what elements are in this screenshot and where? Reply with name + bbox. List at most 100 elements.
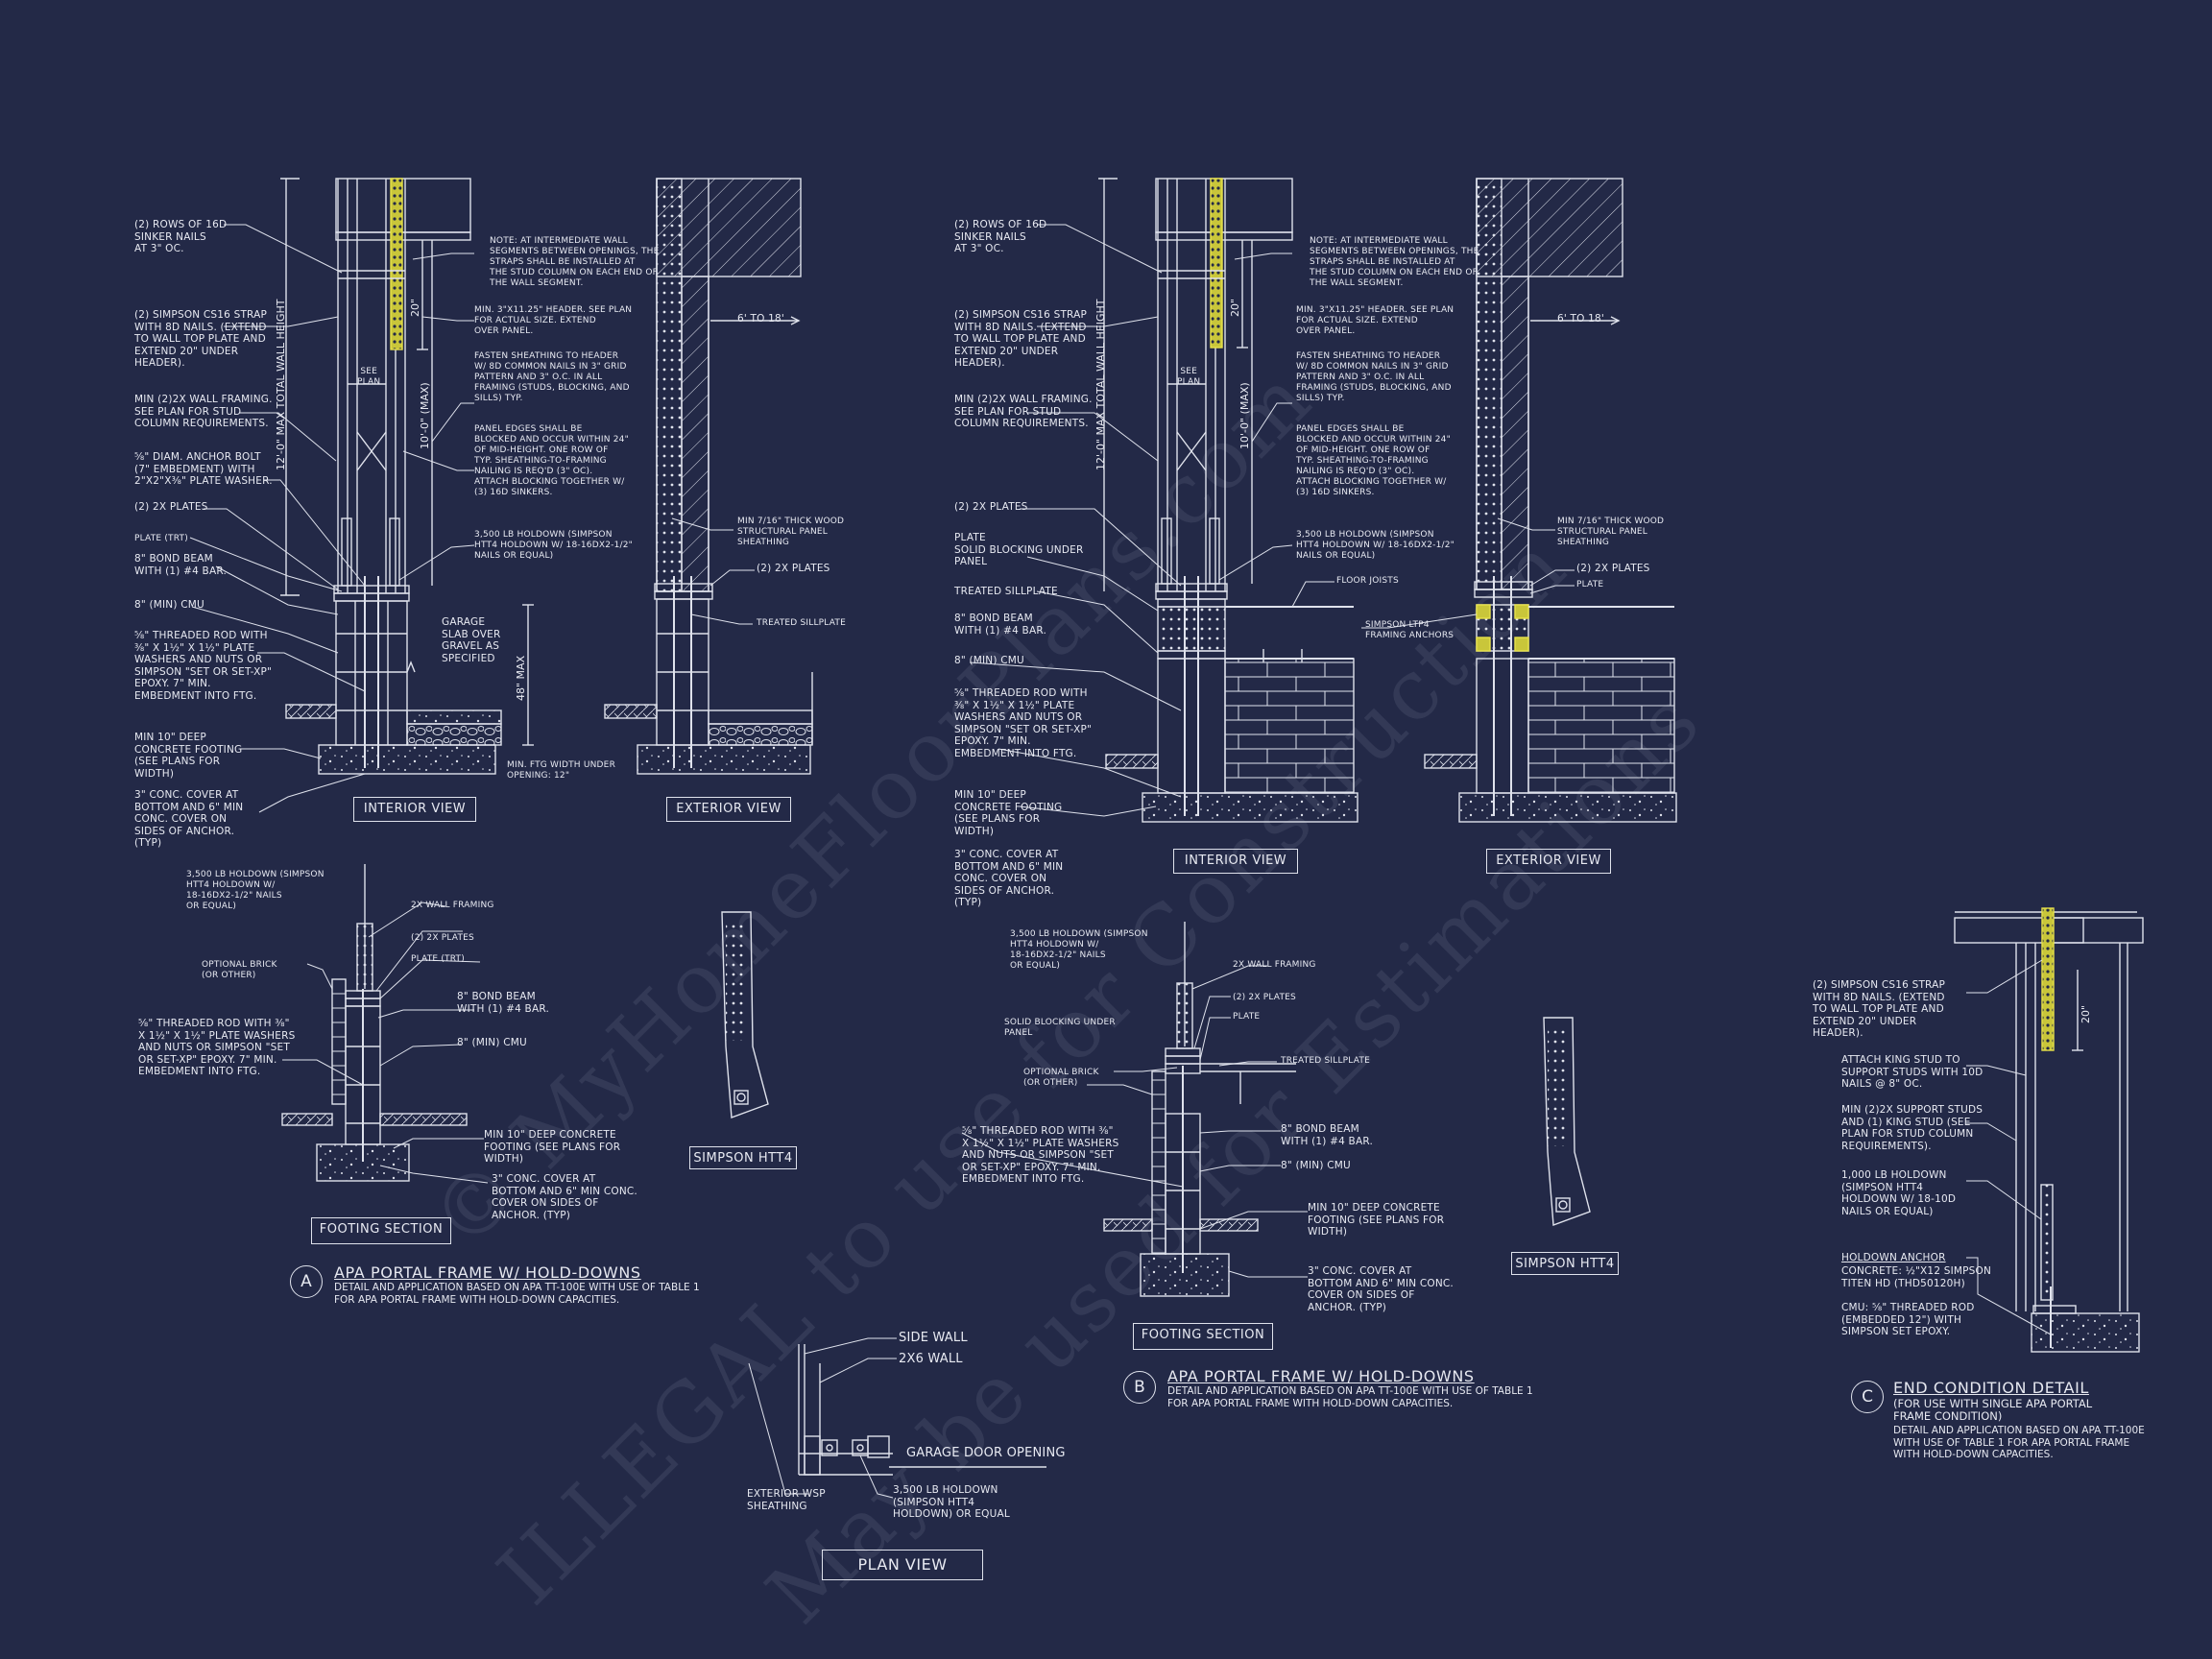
b-fs-footing: MIN 10" DEEP CONCRETE FOOTING (SEE PLANS… (1308, 1202, 1445, 1238)
c-note-holdown-anchor-title: HOLDOWN ANCHOR (1841, 1252, 1946, 1263)
b-note-floor-joists: FLOOR JOISTS (1336, 576, 1399, 586)
a-ext-plates: (2) 2x PLATES (757, 563, 830, 574)
b-fs-sillplate: TREATED SILLPLATE (1281, 1056, 1370, 1066)
a-note-framing: MIN (2)2X WALL FRAMING. SEE PLAN FOR STU… (134, 394, 273, 429)
a-note-anchor-bolt: ⅝" DIAM. ANCHOR BOLT (7" EMBEDMENT) WITH… (134, 451, 273, 487)
a-note-rows16d: (2) ROWS OF 16d SINKER NAILS AT 3" OC. (134, 219, 228, 254)
a-dim-total-height: 12'-0" MAX TOTAL WALL HEIGHT (275, 299, 287, 470)
a-ext-width: 6' TO 18' (737, 313, 784, 325)
a-note-holdown: 3,500 LB HOLDOWN (SIMPSON HTT4 HOLDOWN W… (474, 530, 634, 561)
detail-a-interior-drawing (280, 178, 534, 775)
a-note-intermediate: NOTE: AT INTERMEDIATE WALL SEGMENTS BETW… (490, 236, 660, 288)
a-note-cmu: 8" (MIN) CMU (134, 599, 204, 611)
b-fs-blocking: SOLID BLOCKING UNDER PANEL (1004, 1018, 1116, 1038)
c-dim-20: 20" (2080, 1004, 2092, 1023)
b-fs-plate: PLATE (1233, 1012, 1261, 1022)
a-dim-20: 20" (409, 298, 421, 317)
a-fs-framing: 2X WALL FRAMING (411, 901, 494, 910)
b-fs-cmu: 8" (MIN) CMU (1281, 1160, 1351, 1171)
b-fs-framing: 2X WALL FRAMING (1233, 960, 1316, 970)
b-interior-view-label: INTERIOR VIEW (1173, 849, 1298, 874)
a-fs-footing: MIN 10" DEEP CONCRETE FOOTING (SEE PLANS… (484, 1129, 621, 1165)
plan-side-wall: SIDE WALL (899, 1331, 968, 1345)
b-dim-10ft: 10'-0" (MAX) (1238, 382, 1251, 449)
a-interior-view-label: INTERIOR VIEW (353, 797, 476, 822)
c-note-holdown: 1,000 LB HOLDOWN (SIMPSON HTT4 HOLDOWN W… (1841, 1169, 1957, 1217)
b-fs-cover: 3" CONC. COVER AT BOTTOM AND 6" MIN CONC… (1308, 1265, 1454, 1313)
detail-c-title-block: C END CONDITION DETAIL (FOR USE WITH SIN… (1851, 1379, 2177, 1475)
detail-c-subtitle-paren: (FOR USE WITH SINGLE APA PORTAL FRAME CO… (1893, 1397, 2093, 1423)
a-note-strap: (2) SIMPSON CS16 STRAP WITH 8d NAILS. (E… (134, 309, 268, 369)
detail-a-subtitle: DETAIL AND APPLICATION BASED ON APA TT-1… (334, 1282, 700, 1306)
a-note-header: MIN. 3"x11.25" HEADER. SEE PLAN FOR ACTU… (474, 305, 633, 336)
b-fs-bond-beam: 8" BOND BEAM WITH (1) #4 BAR. (1281, 1123, 1373, 1147)
b-note-intermediate: NOTE: AT INTERMEDIATE WALL SEGMENTS BETW… (1310, 236, 1479, 288)
detail-c-drawing (1954, 907, 2144, 1353)
a-note-cover: 3" CONC. COVER AT BOTTOM AND 6" MIN CONC… (134, 789, 244, 849)
a-ext-sillplate: TREATED SILLPLATE (757, 618, 846, 628)
b-ext-plates: (2) 2x PLATES (1576, 563, 1650, 574)
a-note-ftg-width: MIN. FTG WIDTH UNDER OPENING: 12" (507, 760, 616, 781)
a-fs-plates: (2) 2x PLATES (411, 933, 474, 943)
detail-b-footing-section-drawing (1103, 922, 1296, 1297)
b-note-panel-edges: PANEL EDGES SHALL BE BLOCKED AND OCCUR W… (1296, 424, 1451, 497)
b-ext-plate: PLATE (1576, 580, 1604, 589)
detail-c-marker: C (1851, 1381, 1884, 1413)
b-note-rows16d: (2) ROWS OF 16d SINKER NAILS AT 3" OC. (954, 219, 1047, 254)
a-note-plate-trt: PLATE (TRT) (134, 534, 188, 543)
b-note-strap: (2) SIMPSON CS16 STRAP WITH 8d NAILS. (E… (954, 309, 1088, 369)
a-fs-plate-trt: PLATE (TRT) (411, 954, 465, 964)
a-footing-section-label: FOOTING SECTION (311, 1217, 451, 1244)
a-note-plates: (2) 2x PLATES (134, 501, 208, 513)
b-note-cmu: 8" (MIN) CMU (954, 655, 1024, 666)
a-ext-sheathing: MIN 7/16" THICK WOOD STRUCTURAL PANEL SH… (737, 517, 845, 547)
b-note-holdown: 3,500 LB HOLDOWN (SIMPSON HTT4 HOLDOWN W… (1296, 530, 1455, 561)
detail-a-title-block: A APA PORTAL FRAME W/ HOLD-DOWNS DETAIL … (290, 1263, 732, 1321)
detail-b-exterior-drawing (1424, 178, 1677, 823)
b-note-threaded-rod: ⅝" THREADED ROD WITH ⅜" x 1½" x 1½" PLAT… (954, 687, 1093, 759)
a-note-garage-slab: GARAGE SLAB OVER GRAVEL AS SPECIFIED (442, 616, 501, 664)
a-fs-bond-beam: 8" BOND BEAM WITH (1) #4 BAR. (457, 991, 549, 1015)
plan-2x6-wall: 2x6 WALL (899, 1352, 963, 1366)
detail-b-htt4-drawing (1543, 1017, 1591, 1226)
plan-wsp: EXTERIOR WSP SHEATHING (747, 1488, 826, 1512)
a-htt4-label: SIMPSON HTT4 (689, 1146, 797, 1169)
plan-garage-opening: GARAGE DOOR OPENING (906, 1446, 1066, 1460)
leader-lines (189, 224, 2052, 1499)
b-note-sillplate: TREATED SILLPLATE (954, 586, 1058, 597)
a-dim-48: 48" MAX (515, 655, 527, 701)
a-fs-holdown: 3,500 LB HOLDOWN (SIMPSON HTT4 HOLDOWN W… (186, 870, 325, 911)
a-note-threaded-rod: ⅝" THREADED ROD WITH ⅜" x 1½" x 1½" PLAT… (134, 630, 273, 702)
plan-holdown: 3,500 LB HOLDOWN (SIMPSON HTT4 HOLDOWN) … (893, 1484, 1010, 1520)
b-note-bond-beam: 8" BOND BEAM WITH (1) #4 BAR. (954, 613, 1046, 637)
b-footing-section-label: FOOTING SECTION (1133, 1323, 1273, 1350)
detail-a-exterior-drawing (604, 178, 813, 775)
a-note-fasten: FASTEN SHEATHING TO HEADER W/ 8d COMMON … (474, 351, 630, 403)
a-dim-10ft: 10'-0" (MAX) (419, 382, 431, 449)
b-htt4-label: SIMPSON HTT4 (1511, 1252, 1619, 1275)
b-note-framing: MIN (2)2X WALL FRAMING. SEE PLAN FOR STU… (954, 394, 1093, 429)
detail-b-subtitle: DETAIL AND APPLICATION BASED ON APA TT-1… (1167, 1385, 1533, 1409)
detail-a-htt4-drawing (721, 911, 769, 1118)
a-fs-cover: 3" CONC. COVER AT BOTTOM AND 6" MIN CONC… (492, 1173, 637, 1221)
plan-view-label: PLAN VIEW (822, 1550, 983, 1580)
b-exterior-view-label: EXTERIOR VIEW (1486, 849, 1611, 874)
b-note-footing: MIN 10" DEEP CONCRETE FOOTING (SEE PLANS… (954, 789, 1063, 837)
c-note-king-stud: ATTACH KING STUD TO SUPPORT STUDS WITH 1… (1841, 1054, 1984, 1090)
a-note-bond-beam: 8" BOND BEAM WITH (1) #4 BAR. (134, 553, 227, 577)
b-ext-ltp4: SIMPSON LTP4 FRAMING ANCHORS (1365, 620, 1455, 640)
c-note-support-studs: MIN (2)2X SUPPORT STUDS AND (1) KING STU… (1841, 1104, 1984, 1152)
b-fs-brick: OPTIONAL BRICK (OR OTHER) (1023, 1068, 1099, 1088)
b-note-cover: 3" CONC. COVER AT BOTTOM AND 6" MIN CONC… (954, 849, 1064, 908)
b-note-header: MIN. 3"x11.25" HEADER. SEE PLAN FOR ACTU… (1296, 305, 1455, 336)
a-fs-cmu: 8" (MIN) CMU (457, 1037, 527, 1048)
detail-b-marker: B (1123, 1371, 1156, 1404)
detail-a-title: APA PORTAL FRAME W/ HOLD-DOWNS (334, 1263, 641, 1282)
detail-c-title: END CONDITION DETAIL (1893, 1379, 2089, 1397)
b-fs-plates: (2) 2x PLATES (1233, 993, 1296, 1002)
detail-b-title: APA PORTAL FRAME W/ HOLD-DOWNS (1167, 1367, 1475, 1385)
b-dim-total-height: 12'-0" MAX TOTAL WALL HEIGHT (1094, 299, 1107, 470)
b-fs-holdown: 3,500 LB HOLDOWN (SIMPSON HTT4 HOLDOWN W… (1010, 929, 1148, 971)
b-note-see-plan: SEE PLAN (1177, 367, 1201, 387)
